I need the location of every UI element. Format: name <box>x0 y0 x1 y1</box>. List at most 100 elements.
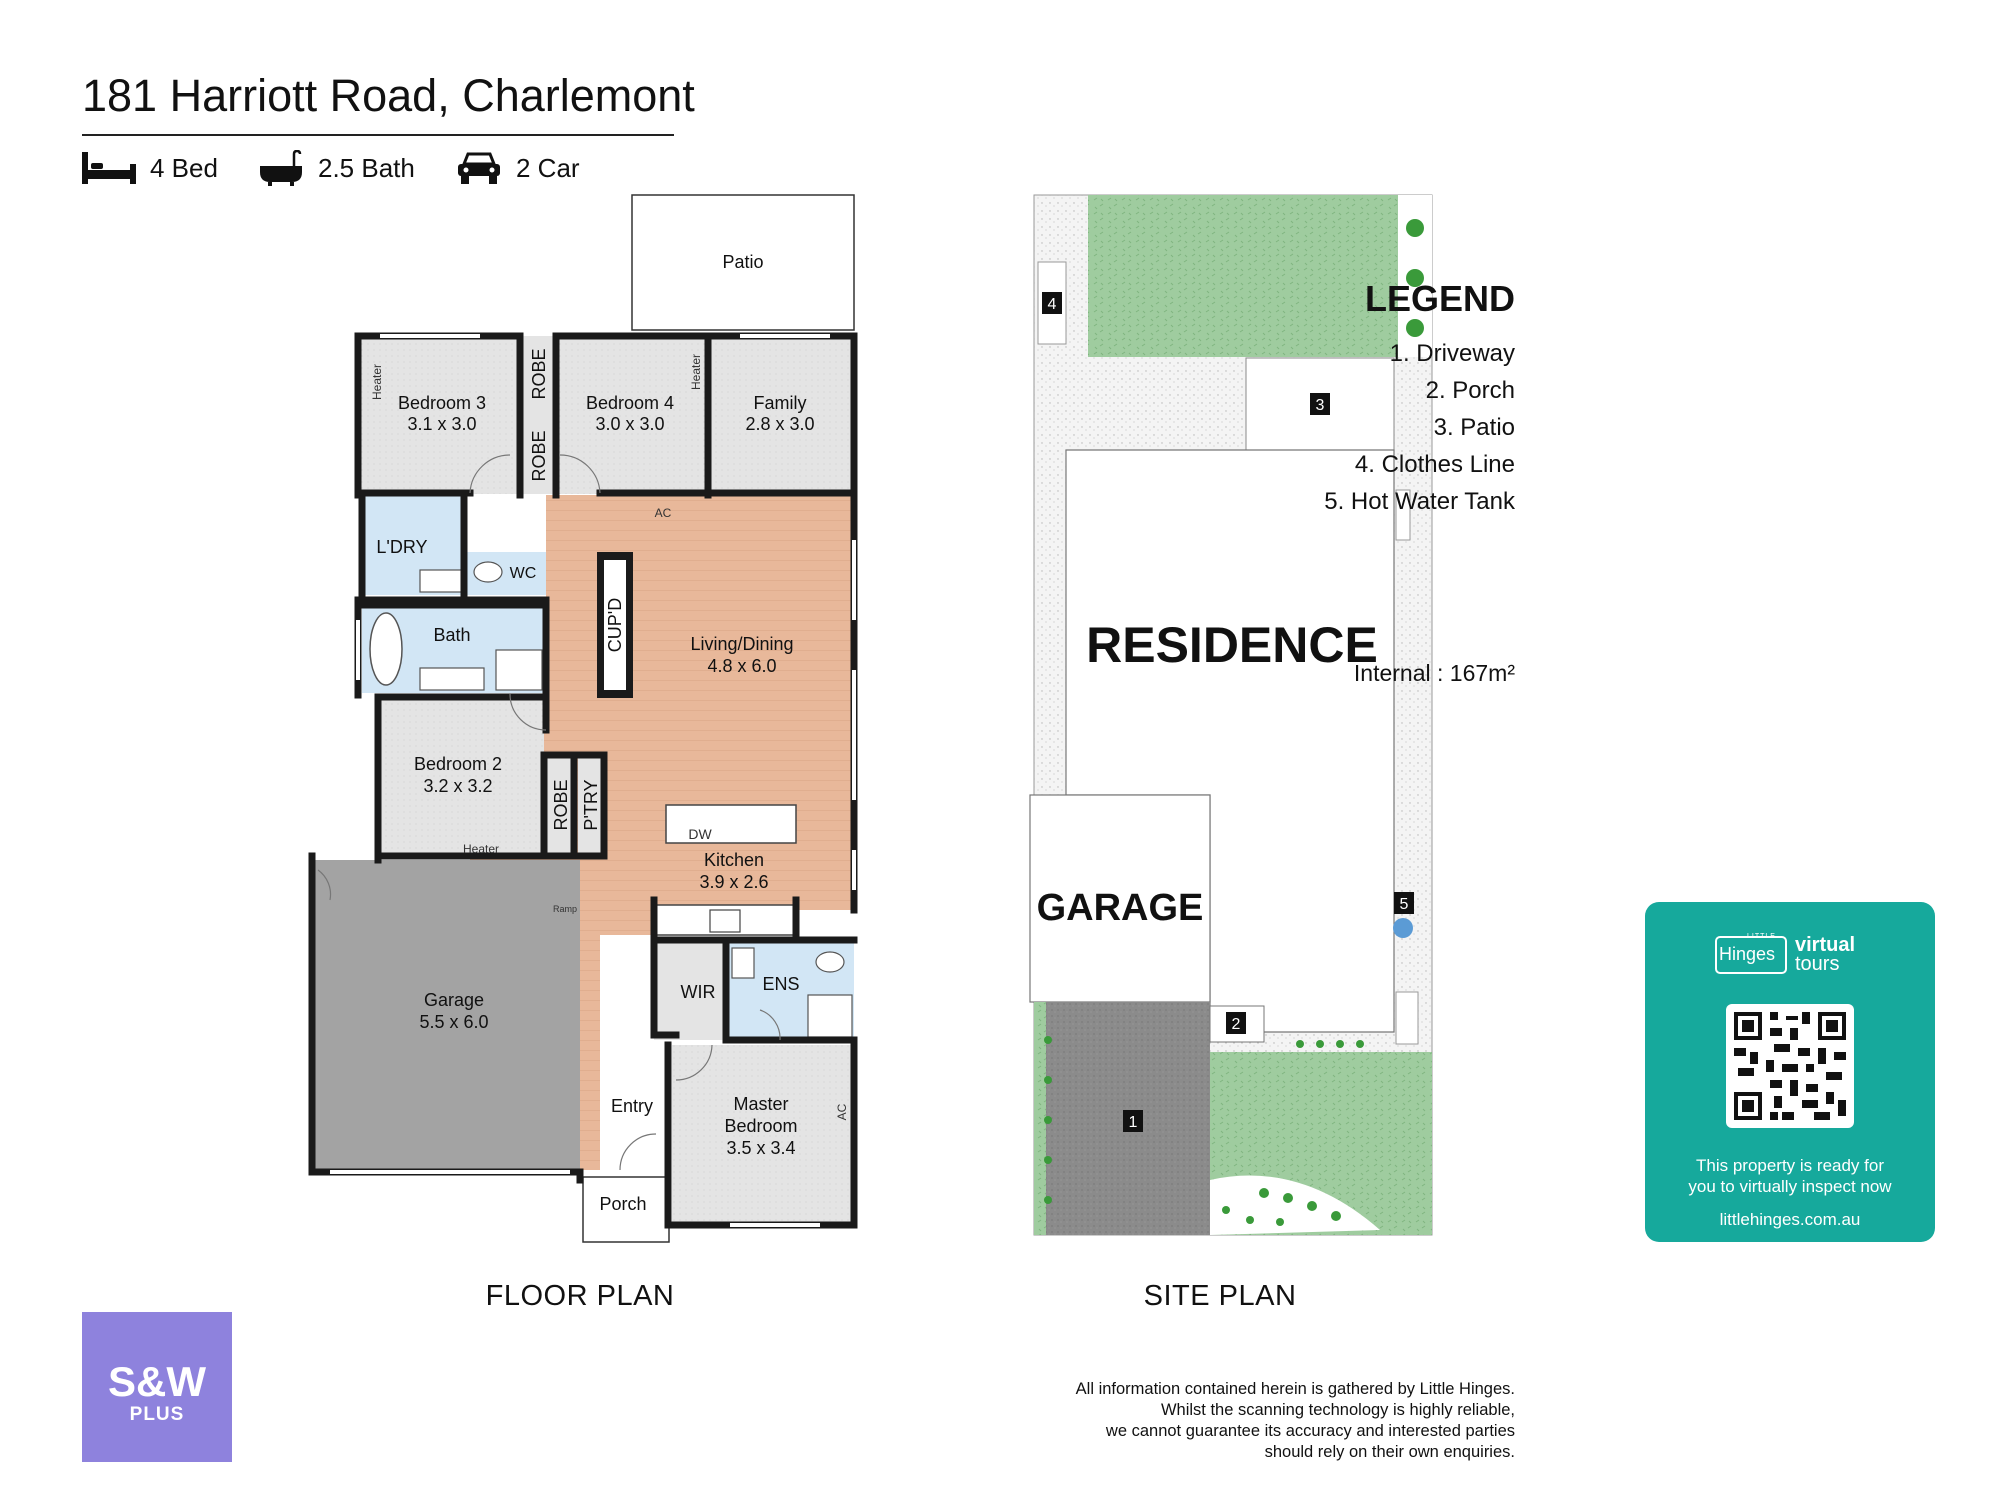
ac-label-1: AC <box>655 506 672 520</box>
legend-item: 2. Porch <box>1425 377 1515 404</box>
laundry-tub <box>419 569 463 593</box>
bedroom2-floor <box>378 700 544 855</box>
kitchen-size: 3.9 x 2.6 <box>699 872 768 892</box>
bed-icon <box>82 152 136 184</box>
pantry-label: P'TRY <box>581 779 601 830</box>
family-label: Family <box>754 393 807 413</box>
robe-label-1: ROBE <box>529 348 549 399</box>
hot-water-tank <box>1393 918 1413 938</box>
robe-label-2: ROBE <box>529 430 549 481</box>
kitchen-island <box>665 804 797 844</box>
virtual-tour-card[interactable]: LITTLE Hinges virtual tours This propert… <box>1645 902 1935 1242</box>
bedroom3-floor <box>358 336 520 494</box>
laundry-label: L'DRY <box>376 537 427 557</box>
wir-label: WIR <box>681 982 716 1002</box>
bedroom2-label: Bedroom 2 <box>414 754 502 774</box>
bath-label-room: Bath <box>433 625 470 645</box>
marker-2: 2 <box>1232 1016 1241 1033</box>
bed-label: 4 Bed <box>150 152 218 183</box>
promo-text-line2: you to virtually inspect now <box>1688 1177 1892 1196</box>
kitchen-label: Kitchen <box>704 850 764 870</box>
agency-logo: S&W PLUS <box>82 1312 232 1462</box>
entry-label: Entry <box>611 1096 653 1116</box>
living-label: Living/Dining <box>690 634 793 654</box>
agency-name: S&W <box>108 1358 206 1405</box>
bed-count: 4 Bed <box>82 150 218 186</box>
marker-5: 5 <box>1400 896 1409 913</box>
internal-area: Internal : 167m² <box>1353 660 1515 686</box>
ensuite-label: ENS <box>762 974 799 994</box>
legend-item: 1. Driveway <box>1389 340 1515 367</box>
bath-label: 2.5 Bath <box>318 152 415 183</box>
property-address: 181 Harriott Road, Charlemont <box>82 70 695 121</box>
ensuite-shower <box>807 994 853 1038</box>
marker-1: 1 <box>1129 1114 1138 1131</box>
heater-label-1: Heater <box>370 364 384 400</box>
heater-label-3: Heater <box>463 842 499 856</box>
bath-vanity <box>419 667 485 691</box>
qr-code[interactable] <box>1726 1004 1854 1128</box>
bedroom4-label: Bedroom 4 <box>586 393 674 413</box>
car-icon <box>458 152 500 184</box>
disclaimer-line: Whilst the scanning technology is highly… <box>1160 1401 1515 1419</box>
heater-label-2: Heater <box>689 354 703 390</box>
pantry-floor <box>578 755 604 855</box>
master-label: Master <box>733 1094 788 1114</box>
dw-label: DW <box>688 826 712 842</box>
site-plan: 1 2 3 4 5 RESIDENCE GARAGE <box>1029 194 1433 1236</box>
bathtub-icon <box>260 150 302 186</box>
marker-3: 3 <box>1316 397 1325 414</box>
residence-label: RESIDENCE <box>1086 617 1378 673</box>
agency-sub: PLUS <box>129 1404 185 1425</box>
bedroom4-floor <box>556 336 708 494</box>
car-label: 2 Car <box>516 152 580 183</box>
promo-text-line1: This property is ready for <box>1695 1156 1884 1175</box>
little-hinges-logo: LITTLE Hinges virtual tours <box>1715 932 1865 978</box>
promo-url-link[interactable]: littlehinges.com.au <box>1719 1210 1861 1229</box>
bedroom3-label: Bedroom 3 <box>398 393 486 413</box>
master-label-2: Bedroom <box>724 1116 797 1136</box>
garage-size: 5.5 x 6.0 <box>419 1012 488 1032</box>
garage-site-label: GARAGE <box>1037 887 1204 929</box>
legend-title: LEGEND <box>1364 278 1515 319</box>
title-divider <box>82 134 674 136</box>
bathtub-fixture <box>369 612 403 686</box>
car-count: 2 Car <box>456 150 580 186</box>
floor-plan-caption: FLOOR PLAN <box>485 1280 675 1312</box>
site-plan-caption: SITE PLAN <box>1143 1280 1297 1312</box>
legend-item: 4. Clothes Line <box>1354 451 1515 478</box>
ensuite-toilet <box>815 951 845 973</box>
family-floor <box>708 336 854 494</box>
floor-plan: Patio Bedroom 3 3.1 x 3.0 Bedroom 4 3.0 … <box>308 194 858 1243</box>
porch-label: Porch <box>599 1194 646 1214</box>
ramp-label: Ramp <box>553 904 577 914</box>
robe-top-floor <box>522 336 554 494</box>
disclaimer-line: All information contained herein is gath… <box>1075 1380 1515 1398</box>
robe-label-3: ROBE <box>551 779 571 830</box>
master-size: 3.5 x 3.4 <box>726 1138 795 1158</box>
back-lawn <box>1088 195 1398 357</box>
patio-area <box>631 194 855 331</box>
master-floor <box>672 1045 854 1223</box>
disclaimer-line: should rely on their own enquiries. <box>1264 1443 1515 1461</box>
garage-floor <box>314 860 580 1172</box>
marker-4: 4 <box>1048 296 1057 313</box>
family-size: 2.8 x 3.0 <box>745 414 814 434</box>
qr-code-icon <box>1734 1012 1846 1120</box>
legend-item: 5. Hot Water Tank <box>1324 488 1515 515</box>
bedroom2-size: 3.2 x 3.2 <box>423 776 492 796</box>
bedroom3-size: 3.1 x 3.0 <box>407 414 476 434</box>
shower <box>495 649 543 691</box>
garage-label: Garage <box>424 990 484 1010</box>
cupboard-label: CUP'D <box>605 598 625 652</box>
porch-area <box>582 1176 670 1243</box>
disclaimer-line: we cannot guarantee its accuracy and int… <box>1105 1422 1515 1440</box>
bedroom4-size: 3.0 x 3.0 <box>595 414 664 434</box>
ac-label-2: AC <box>835 1103 849 1120</box>
bath-count: 2.5 Bath <box>258 150 415 186</box>
legend-item: 3. Patio <box>1433 414 1515 441</box>
living-size: 4.8 x 6.0 <box>707 656 776 676</box>
wc-toilet <box>473 561 503 583</box>
patio-label: Patio <box>722 252 763 272</box>
ensuite-vanity <box>731 947 755 979</box>
